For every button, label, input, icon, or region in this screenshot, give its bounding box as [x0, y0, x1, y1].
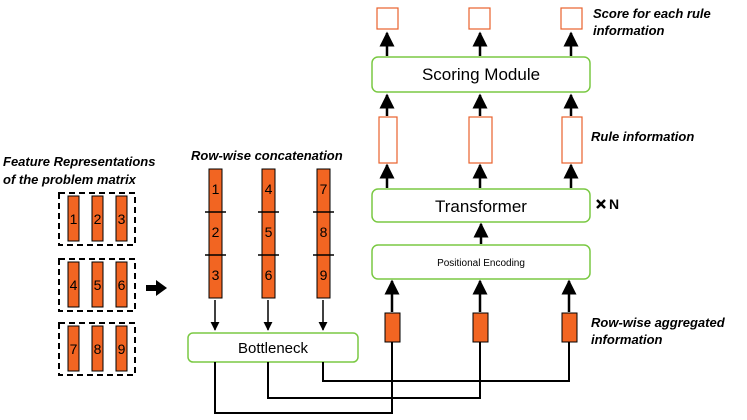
concat-cell-label: 4 — [265, 181, 273, 197]
concat-cell-label: 2 — [212, 224, 220, 240]
aggregated-label-line2: information — [591, 332, 663, 347]
concat-column — [261, 168, 276, 299]
multiply-icon — [596, 199, 606, 209]
matrix-cell — [115, 325, 128, 372]
concat-cell-label: 9 — [320, 267, 328, 283]
concat-cell-label: 5 — [265, 224, 273, 240]
score-box-3 — [560, 7, 583, 30]
aggregated-cell-1 — [384, 312, 401, 343]
rule-info-label: Rule information — [591, 129, 694, 144]
concat-cell-label: 7 — [320, 181, 328, 197]
concat-columns: 1 2 3 4 5 6 7 8 9 — [205, 168, 334, 299]
matrix-cell — [67, 195, 80, 242]
matrix-cell-label: 2 — [94, 211, 102, 227]
arrow-right-icon — [146, 280, 167, 296]
matrix-cell-label: 7 — [70, 341, 78, 357]
score-label-line1: Score for each rule — [593, 6, 711, 21]
transformer-box — [371, 188, 591, 223]
score-box-2 — [468, 7, 491, 30]
matrix-cell-label: 5 — [94, 277, 102, 293]
score-box-1 — [376, 7, 399, 30]
rule-info-box-3 — [561, 116, 583, 164]
matrix-cell-label: 6 — [118, 277, 126, 293]
scoring-module-label: Scoring Module — [422, 65, 540, 84]
transformer-label: Transformer — [435, 197, 527, 216]
aggregated-cell-3 — [561, 312, 578, 343]
matrix-cell — [115, 261, 128, 308]
matrix-cell-label: 8 — [94, 341, 102, 357]
positional-encoding-box — [371, 244, 591, 280]
matrix-cell — [91, 261, 104, 308]
matrix-cell-label: 3 — [118, 211, 126, 227]
concat-cell-label: 8 — [320, 224, 328, 240]
routing-lines — [214, 342, 570, 414]
matrix-row-box-2 — [58, 258, 136, 312]
concat-column — [316, 168, 331, 299]
rule-info-box-1 — [378, 116, 398, 164]
matrix-cell-label: 9 — [118, 341, 126, 357]
concat-column — [208, 168, 223, 299]
matrix-row-box-3 — [58, 322, 136, 376]
matrix-cell-label: 4 — [70, 277, 78, 293]
concat-cell-label: 1 — [212, 181, 220, 197]
score-label-line2: information — [593, 23, 665, 38]
matrix-cell — [91, 325, 104, 372]
feature-label-line1: Feature Representations — [3, 154, 155, 169]
rule-info-box-2 — [468, 116, 493, 164]
times-n-label: N — [609, 196, 619, 212]
bottleneck-box — [187, 332, 359, 363]
matrix-cell — [67, 261, 80, 308]
bottleneck-label: Bottleneck — [238, 340, 309, 357]
matrix-cell — [91, 195, 104, 242]
matrix-cell — [67, 325, 80, 372]
row-concat-label: Row-wise concatenation — [191, 148, 343, 163]
matrix-row-box-1 — [58, 192, 136, 246]
concat-cell-label: 6 — [265, 267, 273, 283]
concat-cell-label: 3 — [212, 267, 220, 283]
feature-label-line2: of the problem matrix — [3, 172, 137, 187]
aggregated-cell-2 — [472, 312, 489, 343]
positional-encoding-label: Positional Encoding — [437, 258, 525, 269]
aggregated-label-line1: Row-wise aggregated — [591, 315, 726, 330]
matrix-cell — [115, 195, 128, 242]
matrix-cell-label: 1 — [70, 211, 78, 227]
scoring-module-box — [371, 56, 591, 93]
